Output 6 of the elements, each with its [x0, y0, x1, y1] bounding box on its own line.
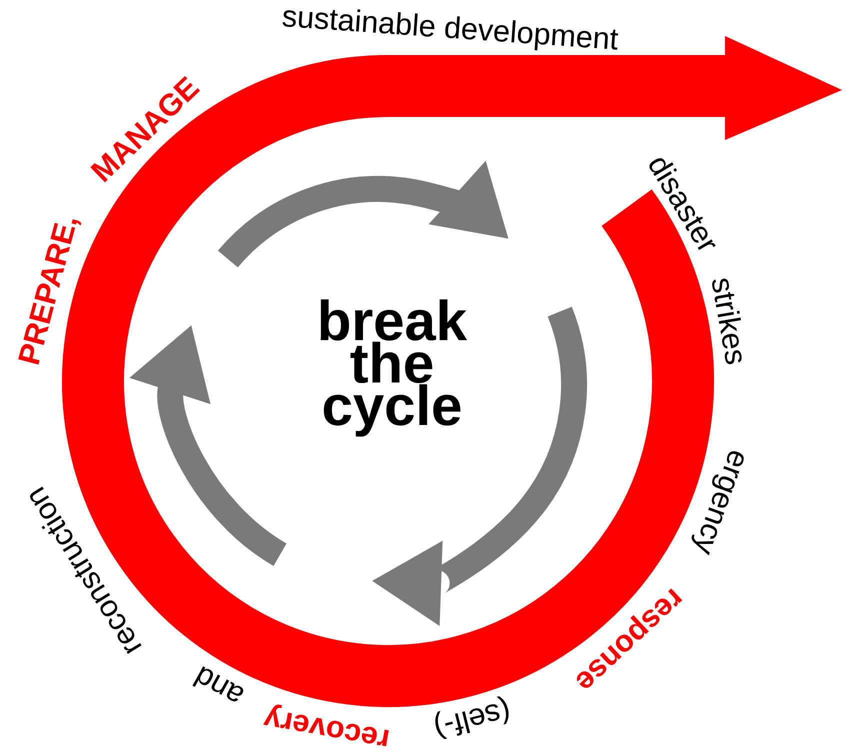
curved-label: recovery [263, 704, 389, 746]
curved-label: strikes [712, 278, 742, 364]
center-title: break the cycle [320, 299, 468, 437]
curved-label: (self-) [435, 696, 509, 740]
curved-label: and [192, 666, 244, 702]
curved-label: sustainable development [282, 9, 618, 50]
